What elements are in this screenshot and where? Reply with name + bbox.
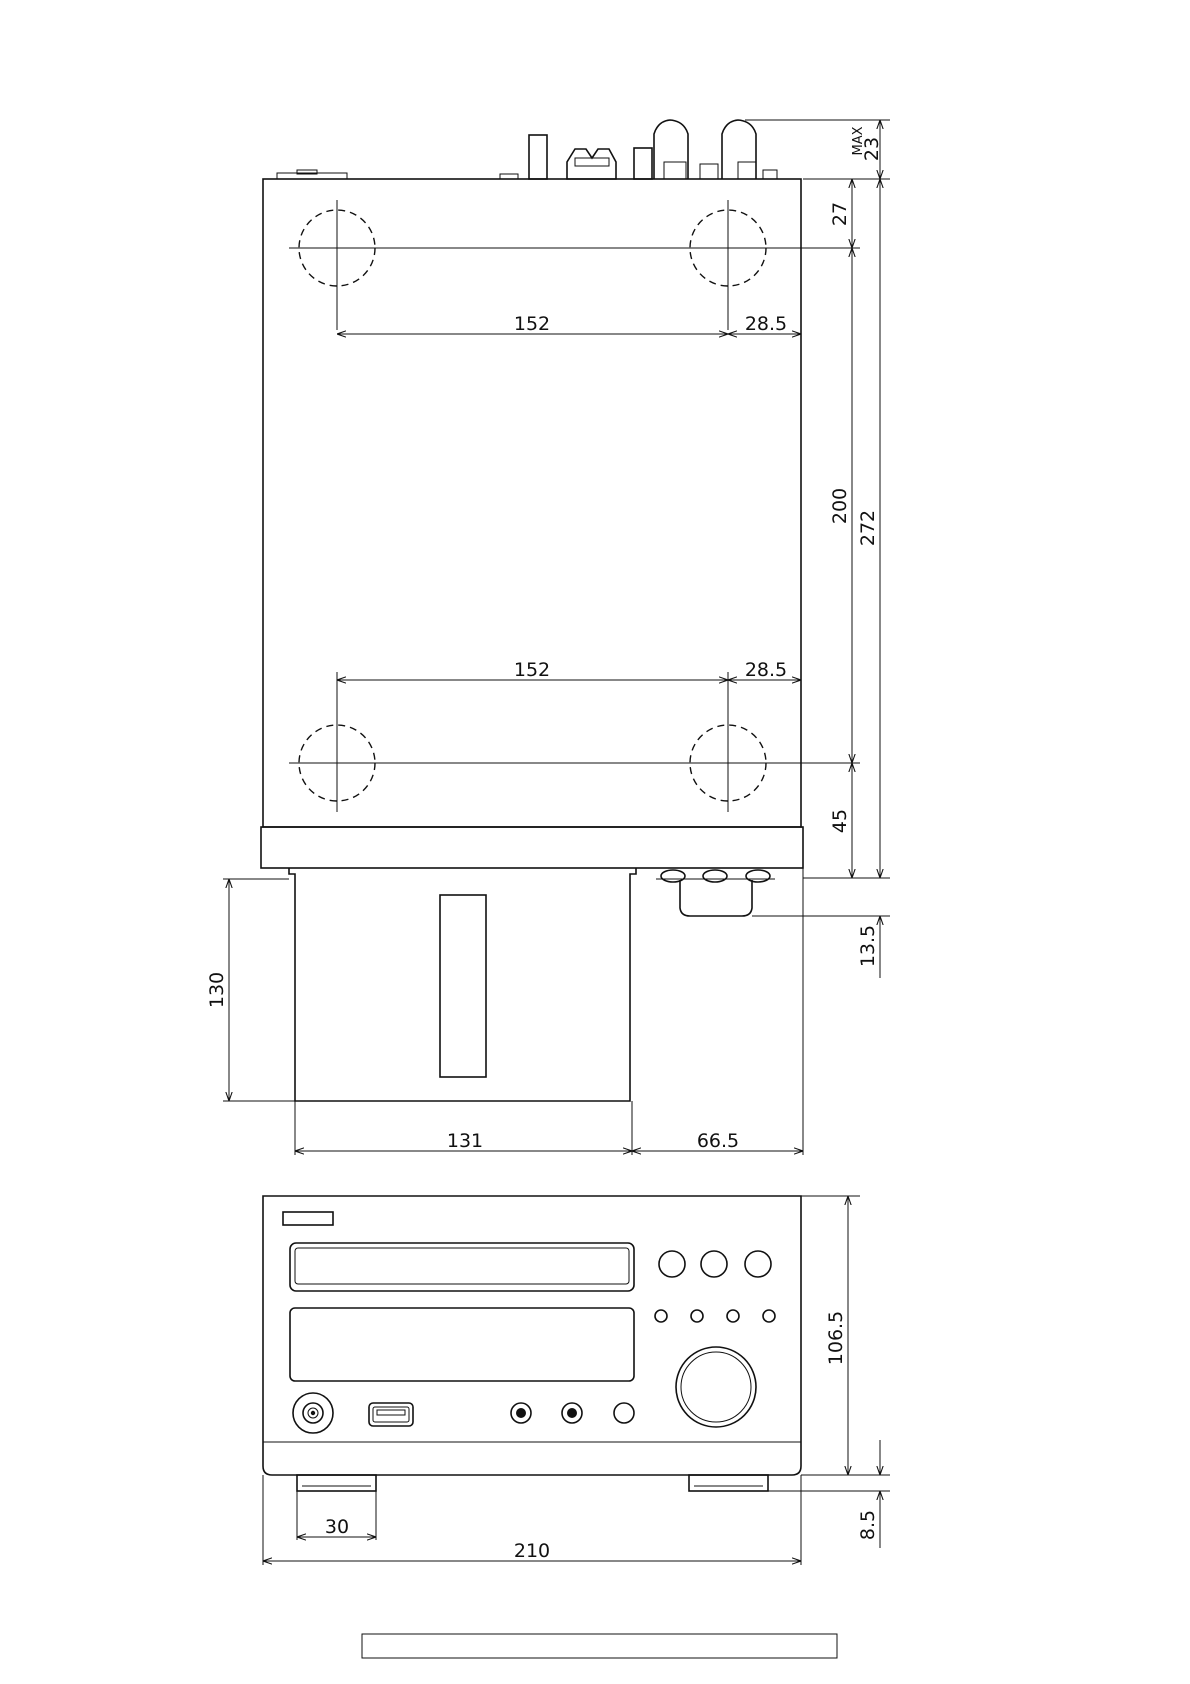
front-body-outline [263,1196,801,1475]
title-block [362,1634,837,1658]
dim-drawer-depth: 130 [206,972,228,1008]
dim-front-height: 106.5 [825,1311,847,1365]
small-button-1 [655,1310,667,1322]
brand-badge [283,1212,333,1225]
small-button-3 [727,1310,739,1322]
dim-foot-width: 30 [325,1516,349,1538]
dim-foot-distance: 200 [829,488,851,524]
front-panel-edge [261,827,803,868]
dim-drawer-width: 131 [447,1130,483,1152]
dim-foot-edge-top: 28.5 [745,313,787,335]
rear-connectors [277,120,777,179]
top-button-3 [745,1251,771,1277]
dim-max-value: 23 [861,137,883,161]
cd-drawer [289,868,636,1101]
dim-total-depth: 272 [857,510,879,546]
foot-left-front [297,1475,376,1491]
foot-right-front [689,1475,768,1491]
dim-rear-foot: 27 [829,202,851,226]
top-view: 152 28.5 152 28.5 131 66.5 27 200 45 272… [206,120,890,1155]
dim-front-foot: 45 [829,809,851,833]
jack-3 [614,1403,634,1423]
dim-foot-height: 8.5 [857,1510,879,1540]
small-button-4 [763,1310,775,1322]
dim-total-width: 210 [514,1540,550,1562]
dim-foot-edge-bottom: 28.5 [745,659,787,681]
dim-foot-spacing-top: 152 [514,313,550,335]
dim-knob-protrusion: 13.5 [857,925,879,967]
display-window [290,1308,634,1381]
cd-slot [290,1243,634,1291]
volume-knob [676,1347,756,1427]
dim-foot-spacing-bottom: 152 [514,659,550,681]
front-knobs-top [656,870,775,916]
front-view: 106.5 8.5 30 210 [263,1196,890,1565]
usb-port [369,1403,413,1426]
top-button-2 [701,1251,727,1277]
small-button-2 [691,1310,703,1322]
top-button-1 [659,1251,685,1277]
top-body-outline [263,179,801,827]
dim-drawer-offset: 66.5 [697,1130,739,1152]
